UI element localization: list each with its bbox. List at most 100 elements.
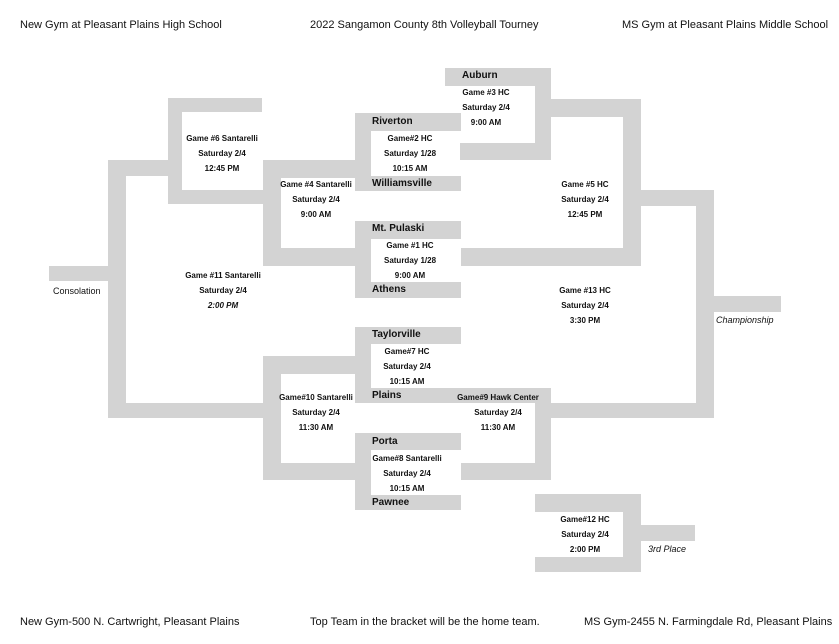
team-plains: Plains: [372, 390, 402, 401]
game-7-info: Game#7 HC Saturday 2/4 10:15 AM: [372, 344, 442, 389]
page-title: 2022 Sangamon County 8th Volleyball Tour…: [310, 19, 539, 31]
game-13-name: Game #13 HC: [559, 286, 611, 295]
game-1-day: Saturday 1/28: [383, 256, 437, 265]
bracket-line: [551, 403, 714, 418]
bracket-line: [623, 99, 641, 266]
game-13-info: Game #13 HC Saturday 2/4 3:30 PM: [553, 283, 617, 328]
bracket-line: [108, 160, 181, 176]
game-5-day: Saturday 2/4: [561, 195, 609, 204]
team-porta: Porta: [372, 436, 398, 447]
bracket-line: [263, 160, 281, 266]
bracket-line: [355, 433, 461, 450]
game-4-day: Saturday 2/4: [292, 195, 340, 204]
game-9-time: 11:30 AM: [480, 423, 516, 432]
game-2-day: Saturday 1/28: [383, 149, 437, 158]
game-6-time: 12:45 PM: [204, 164, 240, 173]
bracket-line: [355, 282, 461, 298]
footer-note: Top Team in the bracket will be the home…: [310, 616, 540, 628]
championship-label: Championship: [716, 315, 774, 325]
game-12-day: Saturday 2/4: [561, 530, 609, 539]
game-6-day: Saturday 2/4: [198, 149, 246, 158]
game-8-name: Game#8 Santarelli: [372, 454, 442, 463]
game-4-info: Game #4 Santarelli Saturday 2/4 9:00 AM: [274, 177, 358, 222]
game-8-info: Game#8 Santarelli Saturday 2/4 10:15 AM: [367, 451, 447, 496]
bracket-line: [263, 248, 371, 266]
bracket-line: [263, 160, 371, 178]
bracket-line: [355, 495, 461, 510]
game-5-name: Game #5 HC: [561, 180, 609, 189]
game-1-time: 9:00 AM: [394, 271, 426, 280]
game-13-day: Saturday 2/4: [561, 301, 609, 310]
bracket-line: [355, 433, 371, 510]
consolation-label: Consolation: [53, 286, 101, 296]
bracket-line: [445, 68, 551, 86]
team-pawnee: Pawnee: [372, 497, 410, 508]
bracket-line: [460, 143, 551, 160]
header-left-venue: New Gym at Pleasant Plains High School: [20, 19, 222, 31]
game-6-info: Game #6 Santarelli Saturday 2/4 12:45 PM: [180, 131, 264, 176]
game-5-info: Game #5 HC Saturday 2/4 12:45 PM: [553, 177, 617, 222]
bracket-line: [263, 356, 281, 480]
team-athens: Athens: [372, 284, 406, 295]
bracket-line: [355, 113, 461, 131]
team-taylorville: Taylorville: [372, 329, 421, 340]
game-4-time: 9:00 AM: [300, 210, 332, 219]
game-7-name: Game#7 HC: [384, 347, 430, 356]
game-11-time: 2:00 PM: [207, 301, 239, 310]
bracket-line: [355, 176, 461, 191]
game-4-name: Game #4 Santarelli: [280, 180, 352, 189]
game-11-info: Game #11 Santarelli Saturday 2/4 2:00 PM: [178, 268, 268, 313]
bracket-line: [355, 388, 551, 403]
game-3-name: Game #3 HC: [462, 88, 510, 97]
game-7-day: Saturday 2/4: [383, 362, 431, 371]
game-11-name: Game #11 Santarelli: [185, 271, 261, 280]
bracket-line: [535, 557, 641, 572]
third-place-label: 3rd Place: [648, 544, 687, 554]
bracket-line: [355, 327, 461, 344]
game-10-time: 11:30 AM: [298, 423, 334, 432]
game-12-time: 2:00 PM: [569, 545, 601, 554]
bracket-line: [461, 248, 641, 266]
bracket-line: [696, 190, 714, 418]
bracket-line: [714, 296, 781, 312]
game-1-name: Game #1 HC: [386, 241, 434, 250]
bracket-line: [535, 388, 551, 480]
game-3-info: Game #3 HC Saturday 2/4 9:00 AM: [458, 85, 514, 130]
game-9-info: Game#9 Hawk Center Saturday 2/4 11:30 AM: [452, 390, 544, 435]
game-9-name: Game#9 Hawk Center: [457, 393, 539, 402]
bracket-line: [461, 463, 551, 480]
game-8-day: Saturday 2/4: [383, 469, 431, 478]
game-5-time: 12:45 PM: [567, 210, 603, 219]
bracket-line: [641, 525, 695, 541]
bracket-line: [623, 494, 641, 572]
game-12-name: Game#12 HC: [560, 515, 610, 524]
bracket-line: [535, 68, 551, 160]
bracket-line: [168, 98, 262, 112]
bracket-line: [263, 463, 371, 480]
bracket-line: [623, 190, 714, 206]
game-2-name: Game#2 HC: [387, 134, 433, 143]
game-3-day: Saturday 2/4: [462, 103, 510, 112]
game-8-time: 10:15 AM: [389, 484, 425, 493]
game-2-time: 10:15 AM: [392, 164, 428, 173]
game-13-time: 3:30 PM: [569, 316, 601, 325]
bracket-line: [49, 266, 126, 281]
footer-right-address: MS Gym-2455 N. Farmingdale Rd, Pleasant …: [584, 616, 833, 628]
game-7-time: 10:15 AM: [389, 377, 425, 386]
bracket-line: [168, 98, 182, 204]
bracket-line: [551, 99, 641, 117]
bracket-line: [168, 190, 281, 204]
team-williamsville: Williamsville: [372, 178, 432, 189]
game-6-name: Game #6 Santarelli: [186, 134, 258, 143]
header-right-venue: MS Gym at Pleasant Plains Middle School: [622, 19, 829, 31]
game-2-info: Game#2 HC Saturday 1/28 10:15 AM: [372, 131, 448, 176]
game-10-name: Game#10 Santarelli: [279, 393, 353, 402]
game-10-day: Saturday 2/4: [292, 408, 340, 417]
bracket-line: [108, 160, 126, 418]
bracket-line: [108, 403, 281, 418]
game-9-day: Saturday 2/4: [474, 408, 522, 417]
bracket-line: [355, 221, 461, 239]
bracket-line: [263, 356, 371, 374]
team-auburn: Auburn: [462, 70, 498, 81]
team-riverton: Riverton: [372, 116, 413, 127]
